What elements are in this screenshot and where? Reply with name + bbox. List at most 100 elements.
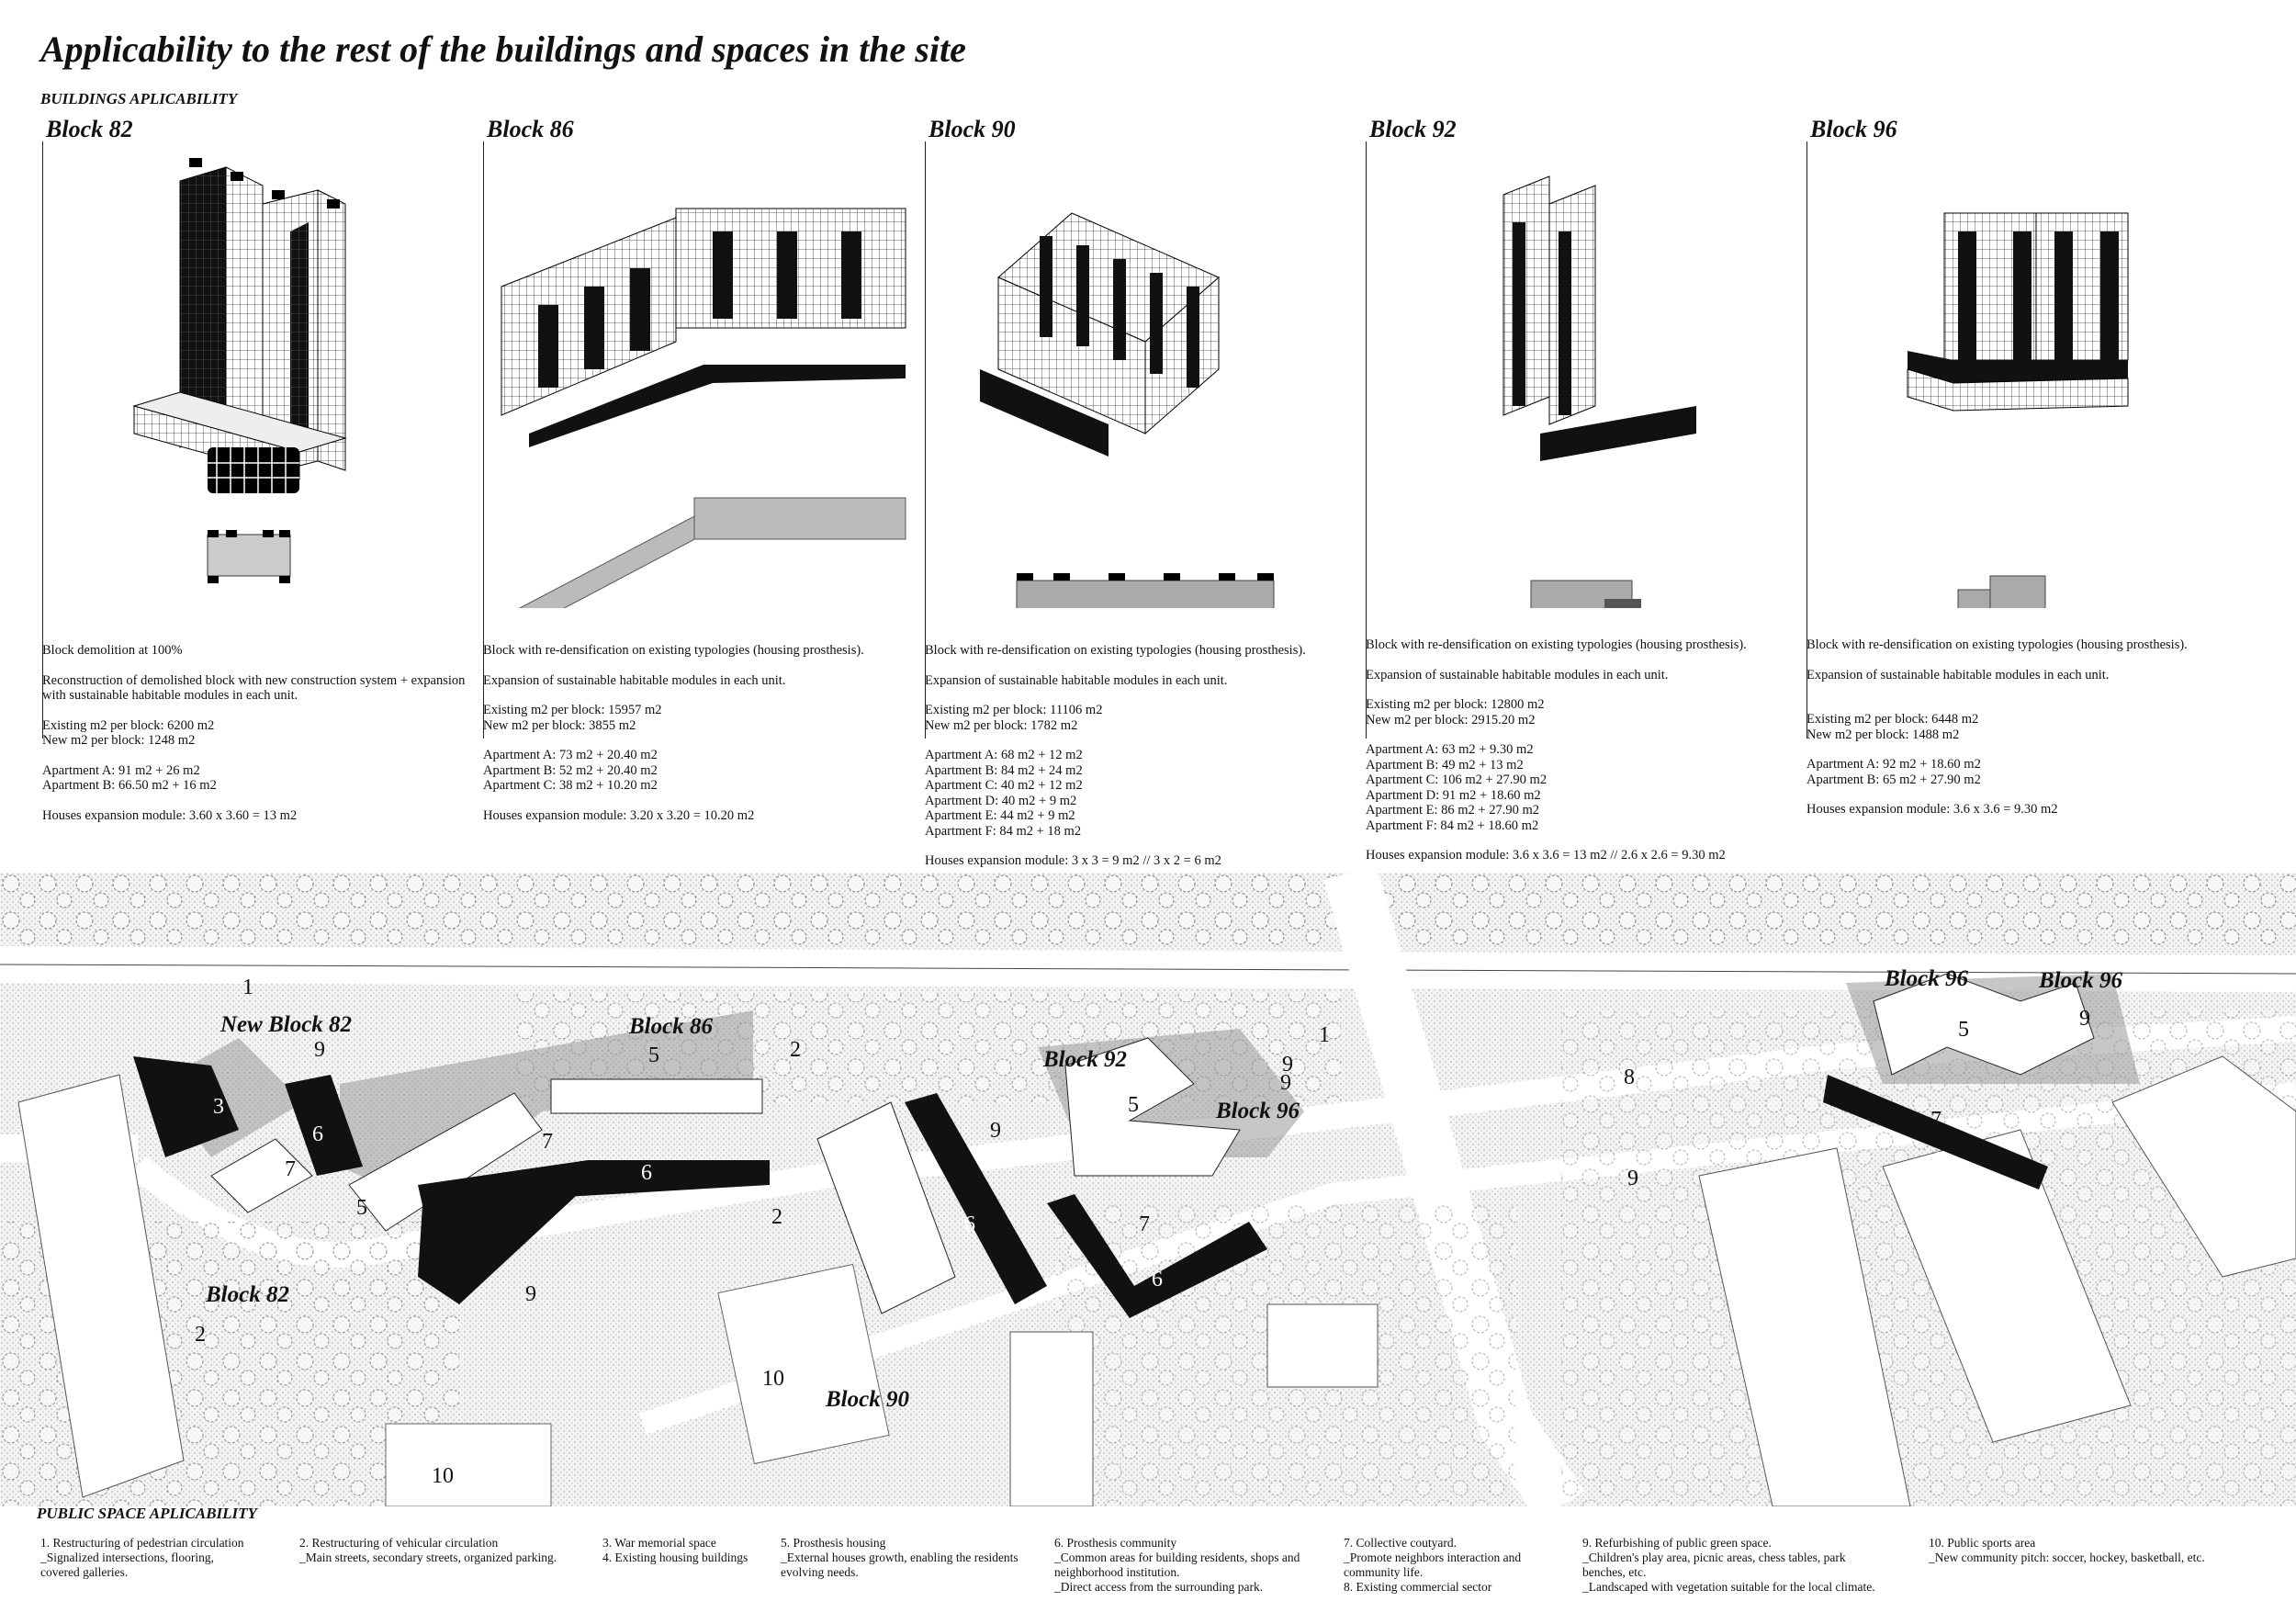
desc-line: Apartment A: 91 m2 + 26 m2 Apartment B: … xyxy=(42,762,217,794)
desc-line: Houses expansion module: 3.6 x 3.6 = 9.3… xyxy=(1806,802,2058,817)
map-label: Block 96 xyxy=(2039,968,2122,993)
block-description: Block demolition at 100% Reconstruction … xyxy=(42,643,483,838)
desc-line: Expansion of sustainable habitable modul… xyxy=(1806,667,2110,682)
desc-line: Block with re-densification on existing … xyxy=(1806,637,2188,652)
block-panel-86: Block 86 Block with re-densification on … xyxy=(483,112,915,856)
legend-text: 2. Restructuring of vehicular circulatio… xyxy=(299,1536,557,1564)
map-label: Block 90 xyxy=(826,1387,909,1412)
map-number: 2 xyxy=(195,1323,206,1347)
block-description: Block with re-densification on existing … xyxy=(1806,637,2247,832)
page-title: Applicability to the rest of the buildin… xyxy=(40,28,966,70)
map-number: 9 xyxy=(2079,1007,2090,1031)
desc-line: Apartment A: 73 m2 + 20.40 m2 Apartment … xyxy=(483,748,658,793)
legend-item: 7. Collective coutyard. _Promote neighbo… xyxy=(1344,1536,1573,1595)
map-number: 6 xyxy=(964,1212,975,1236)
block-82-floor-plans xyxy=(207,447,299,583)
map-number: 7 xyxy=(1930,1108,1941,1132)
map-label: Block 82 xyxy=(206,1282,289,1307)
block-name: Block 90 xyxy=(929,116,1016,142)
desc-line: Apartment A: 92 m2 + 18.60 m2 Apartment … xyxy=(1806,757,1981,787)
map-number: 9 xyxy=(990,1119,1001,1143)
map-number: 10 xyxy=(762,1367,784,1391)
map-number: 6 xyxy=(1932,1148,1943,1172)
desc-line: Block demolition at 100% xyxy=(42,643,183,658)
map-number: 6 xyxy=(1152,1268,1163,1291)
block-panel-96: Block 96 Block with re-densification on … xyxy=(1806,112,2238,856)
legend-text: 10. Public sports area _New community pi… xyxy=(1929,1536,2205,1564)
block-96-axonometric xyxy=(1907,212,2129,608)
legend-text: 3. War memorial space 4. Existing housin… xyxy=(602,1536,748,1564)
desc-line: Apartment A: 68 m2 + 12 m2 Apartment B: … xyxy=(925,748,1083,839)
block-90-axonometric xyxy=(980,212,1275,608)
map-number: 5 xyxy=(356,1196,367,1220)
legend-text: 9. Refurbishing of public green space. _… xyxy=(1582,1536,1875,1594)
desc-line: Block with re-densification on existing … xyxy=(1366,637,1747,652)
block-name: Block 86 xyxy=(487,116,574,142)
legend-item: 10. Public sports area _New community pi… xyxy=(1929,1536,2287,1565)
map-label: Block 86 xyxy=(629,1014,713,1039)
desc-line: Block with re-densification on existing … xyxy=(925,643,1306,658)
desc-line: Reconstruction of demolished block with … xyxy=(42,672,466,704)
map-number: 8 xyxy=(1624,1066,1635,1089)
map-number: 6 xyxy=(312,1122,323,1146)
legend-text: 1. Restructuring of pedestrian circulati… xyxy=(40,1536,244,1579)
map-label: New Block 82 xyxy=(220,1012,353,1037)
map-label: Block 92 xyxy=(1043,1047,1127,1072)
map-number: 7 xyxy=(542,1130,553,1154)
block-panel-82: Block 82 Block demolition at 100% Recons… xyxy=(42,112,474,856)
block-description: Block with re-densification on existing … xyxy=(483,643,924,838)
panel-divider xyxy=(925,141,926,739)
map-number: 1 xyxy=(1319,1023,1330,1047)
block-panel-90: Block 90 Block with re-densification on … xyxy=(925,112,1356,868)
legend-item: 9. Refurbishing of public green space. _… xyxy=(1582,1536,1922,1595)
desc-line: Existing m2 per block: 6200 m2 New m2 pe… xyxy=(42,717,215,749)
block-description: Block with re-densification on existing … xyxy=(925,643,1366,884)
site-plan xyxy=(0,873,2296,1506)
map-label: Block 96 xyxy=(1885,966,1968,991)
desc-line: Expansion of sustainable habitable modul… xyxy=(1366,667,1669,682)
desc-line: Expansion of sustainable habitable modul… xyxy=(483,672,786,688)
panel-divider xyxy=(42,141,43,739)
panel-divider xyxy=(1366,141,1367,739)
desc-line: Block with re-densification on existing … xyxy=(483,643,864,658)
block-86-axonometric xyxy=(501,208,906,608)
map-label: Block 96 xyxy=(1216,1099,1300,1123)
map-number: 3 xyxy=(213,1095,224,1119)
map-number: 9 xyxy=(1282,1053,1293,1077)
desc-line: Existing m2 per block: 6448 m2 New m2 pe… xyxy=(1806,712,1979,742)
map-number: 7 xyxy=(285,1157,296,1181)
legend-text: 7. Collective coutyard. _Promote neighbo… xyxy=(1344,1536,1522,1594)
desc-line: Existing m2 per block: 12800 m2 New m2 p… xyxy=(1366,697,1545,727)
map-number: 6 xyxy=(641,1161,652,1185)
desc-line: Houses expansion module: 3.6 x 3.6 = 13 … xyxy=(1366,848,1726,863)
map-number: 2 xyxy=(790,1038,801,1062)
panel-divider xyxy=(1806,141,1807,739)
block-panel-92: Block 92 Block with re-densification on … xyxy=(1366,112,1797,863)
map-number: 9 xyxy=(314,1038,325,1062)
block-name: Block 96 xyxy=(1810,116,1897,142)
map-number: 5 xyxy=(1958,1018,1969,1042)
map-number: 5 xyxy=(648,1043,659,1067)
map-number: 2 xyxy=(771,1205,782,1229)
desc-line: Existing m2 per block: 11106 m2 New m2 p… xyxy=(925,703,1103,733)
section-title-public-space: PUBLIC SPACE APLICABILITY xyxy=(37,1505,257,1522)
desc-line: Apartment A: 63 m2 + 9.30 m2 Apartment B… xyxy=(1366,742,1548,833)
block-92-axonometric xyxy=(1503,175,1696,608)
map-number: 9 xyxy=(525,1282,536,1306)
desc-line: Expansion of sustainable habitable modul… xyxy=(925,672,1228,688)
map-number: 7 xyxy=(1139,1212,1150,1236)
block-description: Block with re-densification on existing … xyxy=(1366,637,1806,878)
desc-line: Houses expansion module: 3 x 3 = 9 m2 //… xyxy=(925,853,1221,868)
map-number: 9 xyxy=(1627,1167,1638,1190)
legend-text: 5. Prosthesis housing _External houses g… xyxy=(781,1536,1019,1579)
desc-line: Houses expansion module: 3.20 x 3.20 = 1… xyxy=(483,807,755,823)
map-number: 9 xyxy=(1280,1071,1291,1095)
desc-line: Existing m2 per block: 15957 m2 New m2 p… xyxy=(483,703,662,733)
legend-item: 1. Restructuring of pedestrian circulati… xyxy=(40,1536,307,1580)
block-name: Block 82 xyxy=(46,116,133,142)
section-title-buildings: BUILDINGS APLICABILITY xyxy=(40,90,238,107)
desc-line: Houses expansion module: 3.60 x 3.60 = 1… xyxy=(42,807,298,823)
block-name: Block 92 xyxy=(1369,116,1457,142)
map-number: 1 xyxy=(242,976,253,999)
legend-item: 6. Prosthesis community _Common areas fo… xyxy=(1054,1536,1339,1595)
